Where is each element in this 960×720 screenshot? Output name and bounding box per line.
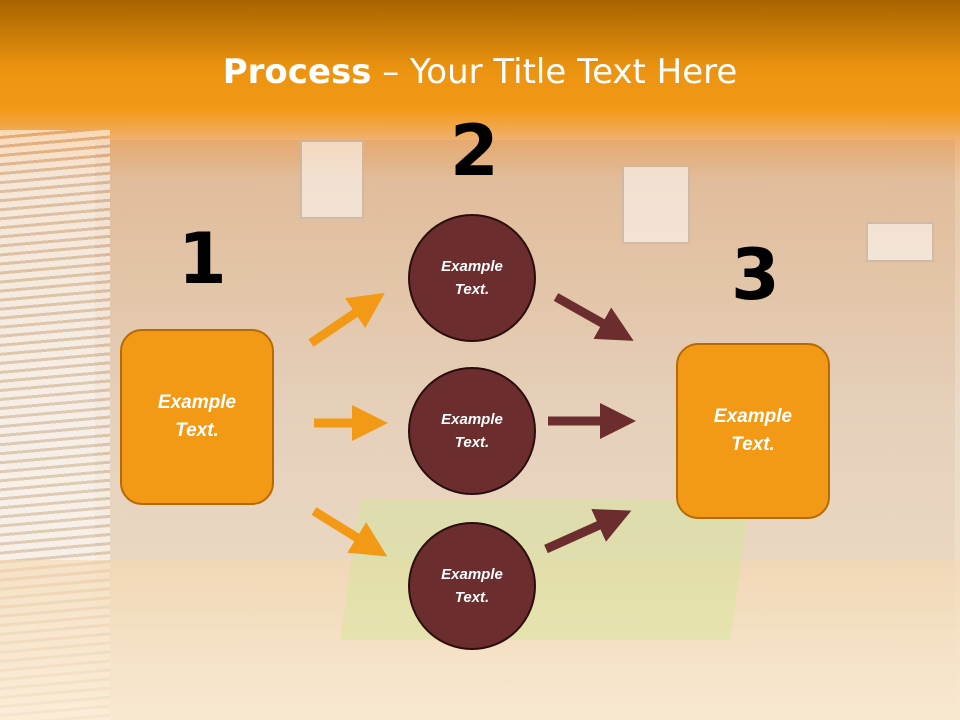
step-number-3: 3 [731, 234, 780, 316]
arrow-2-bottom-to-3 [544, 508, 632, 554]
step-1-box[interactable]: Example Text. [120, 329, 274, 505]
step-number-1: 1 [178, 218, 227, 300]
slide-title-rest: – Your Title Text Here [371, 52, 738, 92]
background-lamp [622, 165, 690, 244]
step-3-text: Example Text. [713, 405, 793, 456]
arrow-1-to-2-bottom [311, 507, 388, 557]
background-lamp [300, 140, 364, 219]
step-2-circle-bottom-text: Example Text. [441, 565, 503, 606]
step-number-2: 2 [450, 110, 499, 192]
slide-title: Process – Your Title Text Here [0, 52, 960, 92]
arrow-2-top-to-3 [553, 293, 634, 341]
step-2-circle-middle[interactable]: Example Text. [408, 367, 536, 495]
arrow-1-to-2-top [308, 292, 385, 347]
step-2-circle-bottom[interactable]: Example Text. [408, 522, 536, 650]
step-2-circle-middle-text: Example Text. [441, 410, 503, 451]
step-3-box[interactable]: Example Text. [676, 343, 830, 519]
step-2-circle-top[interactable]: Example Text. [408, 214, 536, 342]
background-lamp [866, 222, 934, 262]
step-2-circle-top-text: Example Text. [441, 257, 503, 298]
slide-title-bold: Process [222, 52, 372, 92]
step-1-text: Example Text. [157, 391, 237, 442]
